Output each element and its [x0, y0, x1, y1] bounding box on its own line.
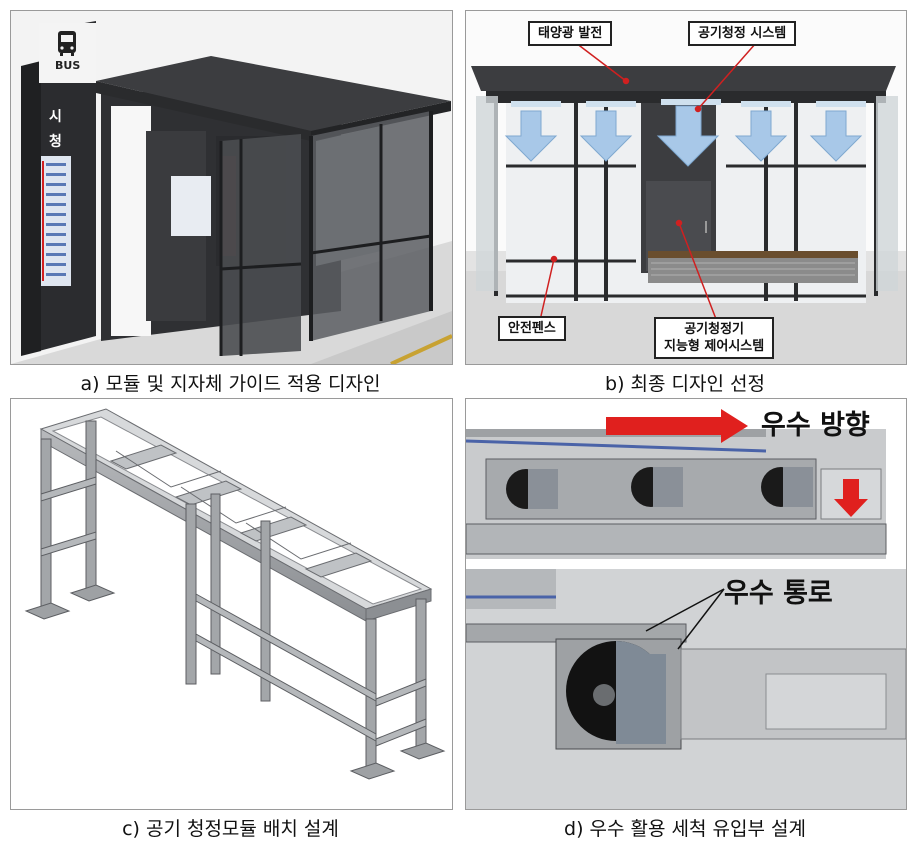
panel-c [10, 398, 453, 810]
stop-name-char-2: 청 [49, 134, 62, 150]
caption-c: c) 공기 청정모듈 배치 설계 [122, 818, 339, 840]
flow-direction-arrow [606, 409, 748, 443]
caption-b: b) 최종 디자인 선정 [605, 373, 765, 395]
panel-b: 태양광 발전 공기청정 시스템 안전펜스 공기청정기 지능형 제어시스템 [465, 10, 907, 365]
label-solar: 태양광 발전 [528, 21, 613, 46]
panel-d: 우수 방향 우수 통로 [465, 398, 907, 810]
label-purifier-line-1: 공기청정기 [684, 322, 745, 337]
filter-unit-3 [761, 467, 813, 507]
filter-unit-1 [506, 469, 558, 509]
frame-structure-render [24, 408, 446, 780]
bus-icon [58, 31, 76, 56]
label-fence: 안전펜스 [498, 316, 566, 341]
bus-shelter-render-b [466, 42, 906, 364]
air-flow-arrows [504, 105, 863, 167]
label-direction: 우수 방향 [761, 410, 870, 441]
stop-name-char-1: 시 [49, 109, 62, 125]
caption-a: a) 모듈 및 지자체 가이드 적용 디자인 [80, 373, 381, 395]
label-purifier-line-2: 지능형 제어시스템 [664, 339, 765, 354]
label-air-system: 공기청정 시스템 [688, 21, 797, 46]
rainwater-inlet-render [466, 409, 906, 809]
panel-a: BUS 시 청 [10, 10, 453, 365]
bus-sign-text: BUS [55, 59, 81, 72]
filter-unit-2 [631, 467, 683, 507]
label-purifier: 공기청정기 지능형 제어시스템 [654, 317, 775, 359]
filter-unit-large [566, 641, 666, 744]
bus-shelter-render-a [11, 21, 452, 364]
down-arrow [834, 479, 868, 517]
info-board [171, 176, 211, 236]
label-channel: 우수 통로 [724, 578, 833, 609]
caption-d: d) 우수 활용 세척 유입부 설계 [564, 818, 806, 840]
